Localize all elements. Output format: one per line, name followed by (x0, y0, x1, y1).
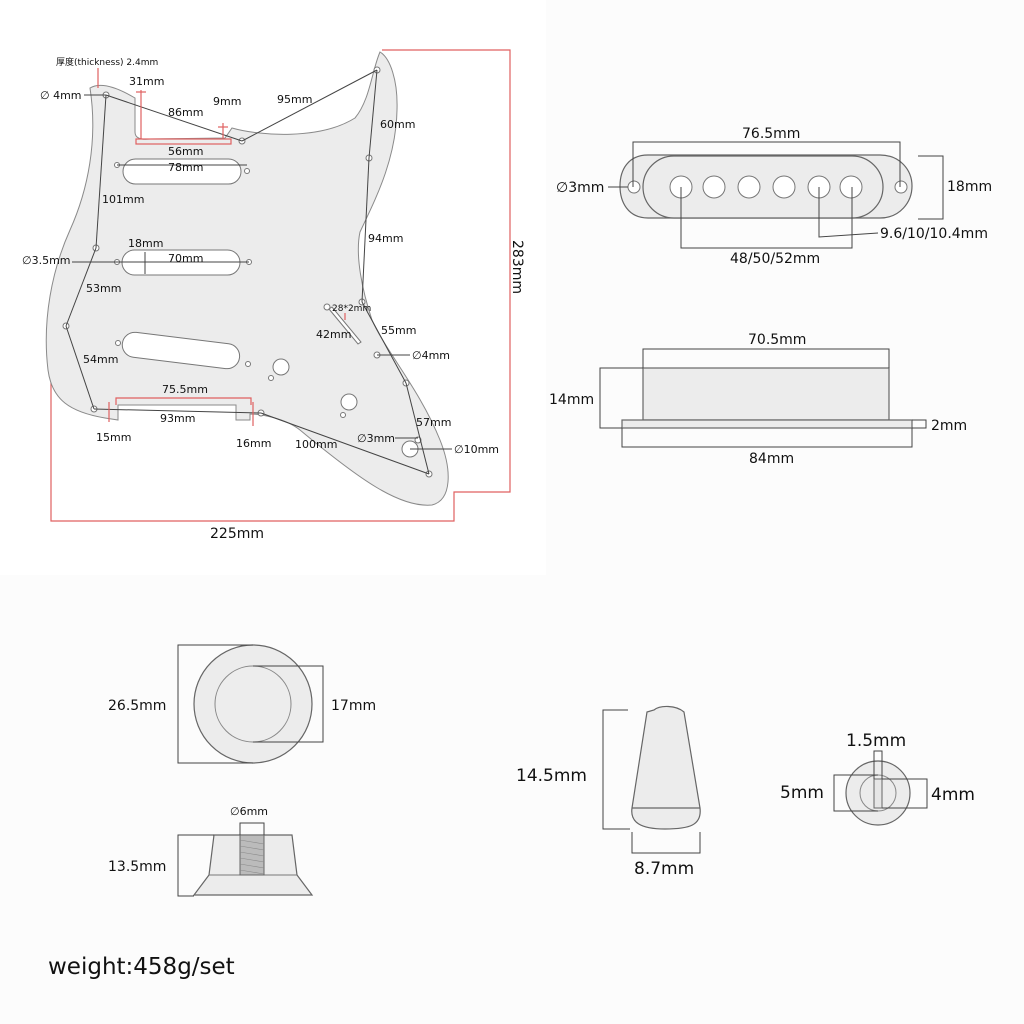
dim-9mm: 9mm (213, 95, 241, 108)
pickup-width-label: 18mm (947, 179, 992, 195)
knob-threaded-shaft (239, 834, 265, 876)
switch-tip-inner-label: 4mm (931, 785, 975, 805)
pickguard-height-label: 283mm (509, 240, 525, 294)
knob-outer-dia-label: 26.5mm (108, 698, 166, 714)
dim-94mm: 94mm (368, 232, 403, 245)
dim-57mm: 57mm (416, 416, 451, 429)
knob-top-view: 26.5mm 17mm (108, 644, 376, 764)
dim-28x2mm: 28*2mm (332, 304, 371, 314)
dim-4mm-hole: ∅4mm (412, 349, 450, 362)
thickness-label: 厚度(thickness) 2.4mm (56, 56, 158, 68)
knob-side-view: ∅6mm 13.5mm (108, 805, 314, 897)
pickguard-red-marks (97, 68, 346, 426)
switch-tip-height-label: 14.5mm (516, 766, 587, 786)
pickup-side-dimension-lines (599, 348, 927, 448)
dim-95mm: 95mm (277, 93, 312, 106)
dim-18mm: 18mm (128, 237, 163, 250)
switch-tip-slot-label: 1.5mm (846, 731, 906, 751)
mount-hole-right (894, 180, 908, 194)
switch-tip-bottom-view: 1.5mm 5mm 4mm (780, 731, 975, 826)
dim-3mm-hole: ∅3mm (357, 432, 395, 445)
dim-70mm: 70mm (168, 252, 203, 265)
knob-inner-dia-label: 17mm (331, 698, 376, 714)
neck-hole-diameter-label: ∅3.5mm (22, 254, 71, 267)
switch-tip-width-label: 8.7mm (634, 859, 694, 879)
dim-86mm: 86mm (168, 106, 203, 119)
pickguard-width-label: 225mm (210, 526, 264, 542)
dim-101mm: 101mm (102, 193, 144, 206)
weight-label: weight:458g/set (48, 954, 235, 980)
pickguard-drawing: 厚度(thickness) 2.4mm ∅ 4mm 31mm 86mm 9mm … (22, 49, 525, 542)
pickup-top-dimension-lines (608, 141, 944, 249)
switch-tip-slot (873, 778, 883, 809)
pickup-hole-dia-label: ∅3mm (556, 180, 604, 196)
tone-pot-hole (340, 393, 358, 411)
side-height-label: 14mm (549, 392, 594, 408)
pole-piece-holes (669, 175, 863, 199)
switch-tip-body (631, 705, 701, 830)
knob-dimension-lines (177, 644, 324, 764)
dim-93mm: 93mm (160, 412, 195, 425)
dim-53mm: 53mm (86, 282, 121, 295)
side-top-length-label: 70.5mm (748, 332, 806, 348)
dim-10mm-hole: ∅10mm (454, 443, 499, 456)
pickguard-dimension-lines (65, 69, 452, 475)
bounding-dimension-lines (50, 49, 511, 522)
knob-height-label: 13.5mm (108, 859, 166, 875)
screw-hole-diameter-label: ∅ 4mm (40, 89, 82, 102)
knob-shaft-dia-label: ∅6mm (230, 805, 268, 818)
pickup-length-label: 76.5mm (742, 126, 800, 142)
dim-16mm: 16mm (236, 437, 271, 450)
dim-31mm: 31mm (129, 75, 164, 88)
pickup-cover-side-view: 70.5mm 14mm 2mm 84mm (549, 332, 967, 467)
dim-15mm: 15mm (96, 431, 131, 444)
dim-100mm: 100mm (295, 438, 337, 451)
dim-54mm: 54mm (83, 353, 118, 366)
switch-tip-outer-label: 5mm (780, 783, 824, 803)
switch-tip-bottom-dimension-lines (833, 750, 928, 812)
pole-spacing-label: 9.6/10/10.4mm (880, 226, 988, 242)
knob-inner-circle (214, 665, 292, 743)
switch-tip-dimension-lines (602, 709, 701, 854)
dim-56mm: 56mm (168, 145, 203, 158)
bridge-pickup-slot (121, 331, 241, 370)
dim-42mm: 42mm (316, 328, 351, 341)
switch-tip-side-view: 14.5mm 8.7mm (516, 705, 701, 879)
dim-78mm: 78mm (168, 161, 203, 174)
pickup-side-flange (621, 419, 913, 429)
side-flange-label: 2mm (931, 418, 967, 434)
pickup-cover-body (642, 155, 884, 219)
pole-span-label: 48/50/52mm (730, 251, 820, 267)
mount-hole-left (627, 180, 641, 194)
switch-slot (328, 306, 362, 345)
pickup-side-body (642, 367, 890, 421)
side-base-length-label: 84mm (749, 451, 794, 467)
dim-75-5mm: 75.5mm (162, 383, 208, 396)
pickup-cover-top-view: 76.5mm ∅3mm 18mm 9.6/10/10.4mm 48/50/52m… (556, 126, 992, 267)
dim-55mm: 55mm (381, 324, 416, 337)
volume-pot-hole (272, 358, 290, 376)
dim-60mm: 60mm (380, 118, 415, 131)
